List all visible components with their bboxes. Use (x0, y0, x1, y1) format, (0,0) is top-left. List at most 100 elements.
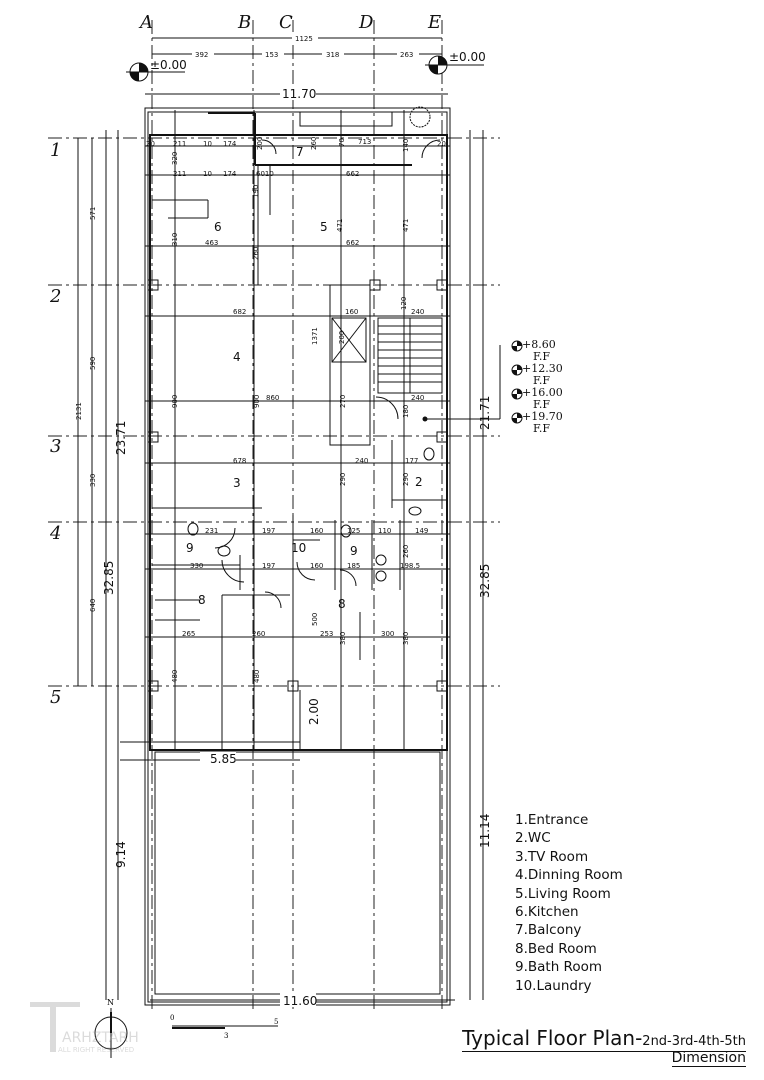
dimension-label: 211 (173, 170, 186, 178)
dimension-label: 290 (402, 473, 410, 486)
dim-court-depth: 2.00 (307, 698, 321, 725)
dimension-label: 253 (320, 630, 333, 638)
legend-item: 1.Entrance (515, 812, 589, 828)
dimension-label: 20 (146, 140, 155, 148)
dimension-label: F.F (533, 374, 550, 387)
dimension-label: N (107, 998, 114, 1007)
grid-columns: A B C D E (138, 12, 443, 1010)
dimension-label: 200 (256, 137, 264, 150)
left-dimensions: 571 590 330 640 2131 32.85 23.71 9.14 (75, 130, 128, 1000)
grid-label-a: A (138, 12, 153, 33)
dimension-label: 290 (339, 473, 347, 486)
dim-seg: 153 (265, 51, 278, 59)
legend-item: 9.Bath Room (515, 959, 602, 976)
dimension-label: 300 (381, 630, 394, 638)
dimension-label: 180 (402, 405, 410, 418)
grid-label-b: B (237, 12, 251, 33)
dimension-label: 140 (402, 139, 410, 152)
dimension-label: 310 (171, 233, 179, 246)
room-numbers: 7 6 5 4 3 2 9 10 9 8 8 (186, 145, 423, 611)
dimension-label: 3 (224, 1032, 228, 1040)
dimension-label: 480 (171, 670, 179, 683)
watermark-logo: ARHZTARH ALL RIGHT RESERVED (30, 1002, 139, 1054)
dimension-label: 190 (252, 185, 260, 198)
grid-label-5: 5 (50, 687, 61, 708)
dimension-label: +19.70 (522, 410, 563, 423)
dimension-label: 10 (203, 140, 212, 148)
dimension-label: 471 (402, 219, 410, 232)
dimension-label: 571 (89, 207, 97, 220)
dimension-label: 678 (233, 457, 246, 465)
dim-seg: 392 (195, 51, 208, 59)
grid-label-2: 2 (49, 286, 61, 307)
dimension-label: +8.60 (522, 338, 556, 351)
grid-rows: 1 2 3 4 5 (48, 137, 500, 708)
room-2-label: 2 (415, 475, 423, 489)
dimension-label: 23.71 (114, 421, 128, 455)
title-text: Typical Floor Plan- (462, 1026, 643, 1050)
stair-treads (377, 317, 443, 394)
dimension-label: 20 (437, 140, 446, 148)
dimension-label: 32.85 (478, 564, 492, 598)
dimension-label: 174 (223, 140, 237, 148)
dimension-label: 2131 (75, 402, 83, 420)
level-marker-right: ±0.00 (425, 50, 486, 75)
dimension-label: +16.00 (522, 386, 563, 399)
dimension-label: ±0.00 (449, 50, 486, 64)
north-arrow: N (94, 998, 128, 1058)
dimension-label: 174 (223, 170, 237, 178)
dim-seg: 318 (326, 51, 339, 59)
dimension-label: 270 (339, 395, 347, 408)
dimension-label: 200 (338, 331, 346, 344)
dimension-label: 330 (190, 562, 203, 570)
legend-item: 8.Bed Room (515, 940, 597, 957)
grid-label-1: 1 (50, 140, 61, 161)
grid-label-c: C (279, 12, 293, 33)
room-9-label: 9 (186, 541, 194, 555)
dim-overall-bottom: 11.60 (283, 994, 317, 1008)
title-floors: 2nd-3rd-4th-5th (642, 1034, 746, 1049)
dimension-label: 10 (203, 170, 212, 178)
dimension-label: 260 (402, 545, 410, 558)
legend-item: 6.Kitchen (515, 904, 579, 921)
dimension-label: 0 (170, 1014, 174, 1022)
dimension-label: 900 (171, 395, 179, 408)
dimension-label: 590 (89, 357, 97, 370)
grid-label-3: 3 (50, 436, 61, 457)
dimension-label: 70 (338, 138, 346, 147)
dimension-label: F.F (533, 350, 550, 363)
dimension-label: 125 (347, 527, 360, 535)
dimension-label: 500 (311, 613, 319, 626)
room-6-label: 6 (214, 220, 222, 234)
legend-item: 7.Balcony (515, 922, 582, 939)
dimension-label: 265 (182, 630, 195, 638)
room-4-label: 4 (233, 350, 241, 364)
dimension-label: +12.30 (522, 362, 563, 375)
inner-dimension-lines (145, 110, 450, 750)
legend-item: 3.TV Room (515, 848, 589, 865)
dimension-label: 6010 (256, 170, 274, 178)
dimension-label: 177 (405, 457, 418, 465)
dimension-label: 480 (253, 670, 261, 683)
legend-item: 10.Laundry (515, 977, 592, 994)
dimension-label: 682 (233, 308, 246, 316)
dimension-label: 21.71 (478, 396, 492, 430)
dimension-label: 197 (262, 562, 275, 570)
room-8b-label: 8 (338, 597, 346, 611)
dim-seg: 263 (400, 51, 413, 59)
dimension-label: 160 (345, 308, 358, 316)
floor-levels: +8.60 F.F +12.30 F.F +16.00 F.F +19.70 F… (511, 338, 563, 435)
dimension-label: 713 (358, 138, 371, 146)
dimension-label: 260 (310, 137, 318, 150)
drawing-title: Typical Floor Plan-2nd-3rd-4th-5th (462, 1026, 746, 1052)
grid-label-d: D (358, 12, 374, 33)
dimension-label: 149 (415, 527, 428, 535)
interior-walls (147, 106, 501, 750)
dimension-label: 9.14 (114, 841, 128, 868)
dimension-label: 240 (411, 308, 424, 316)
legend-item: 5.Living Room (515, 885, 611, 902)
room-3-label: 3 (233, 476, 241, 490)
dimension-label: 463 (205, 239, 218, 247)
grid-label-e: E (427, 12, 441, 33)
